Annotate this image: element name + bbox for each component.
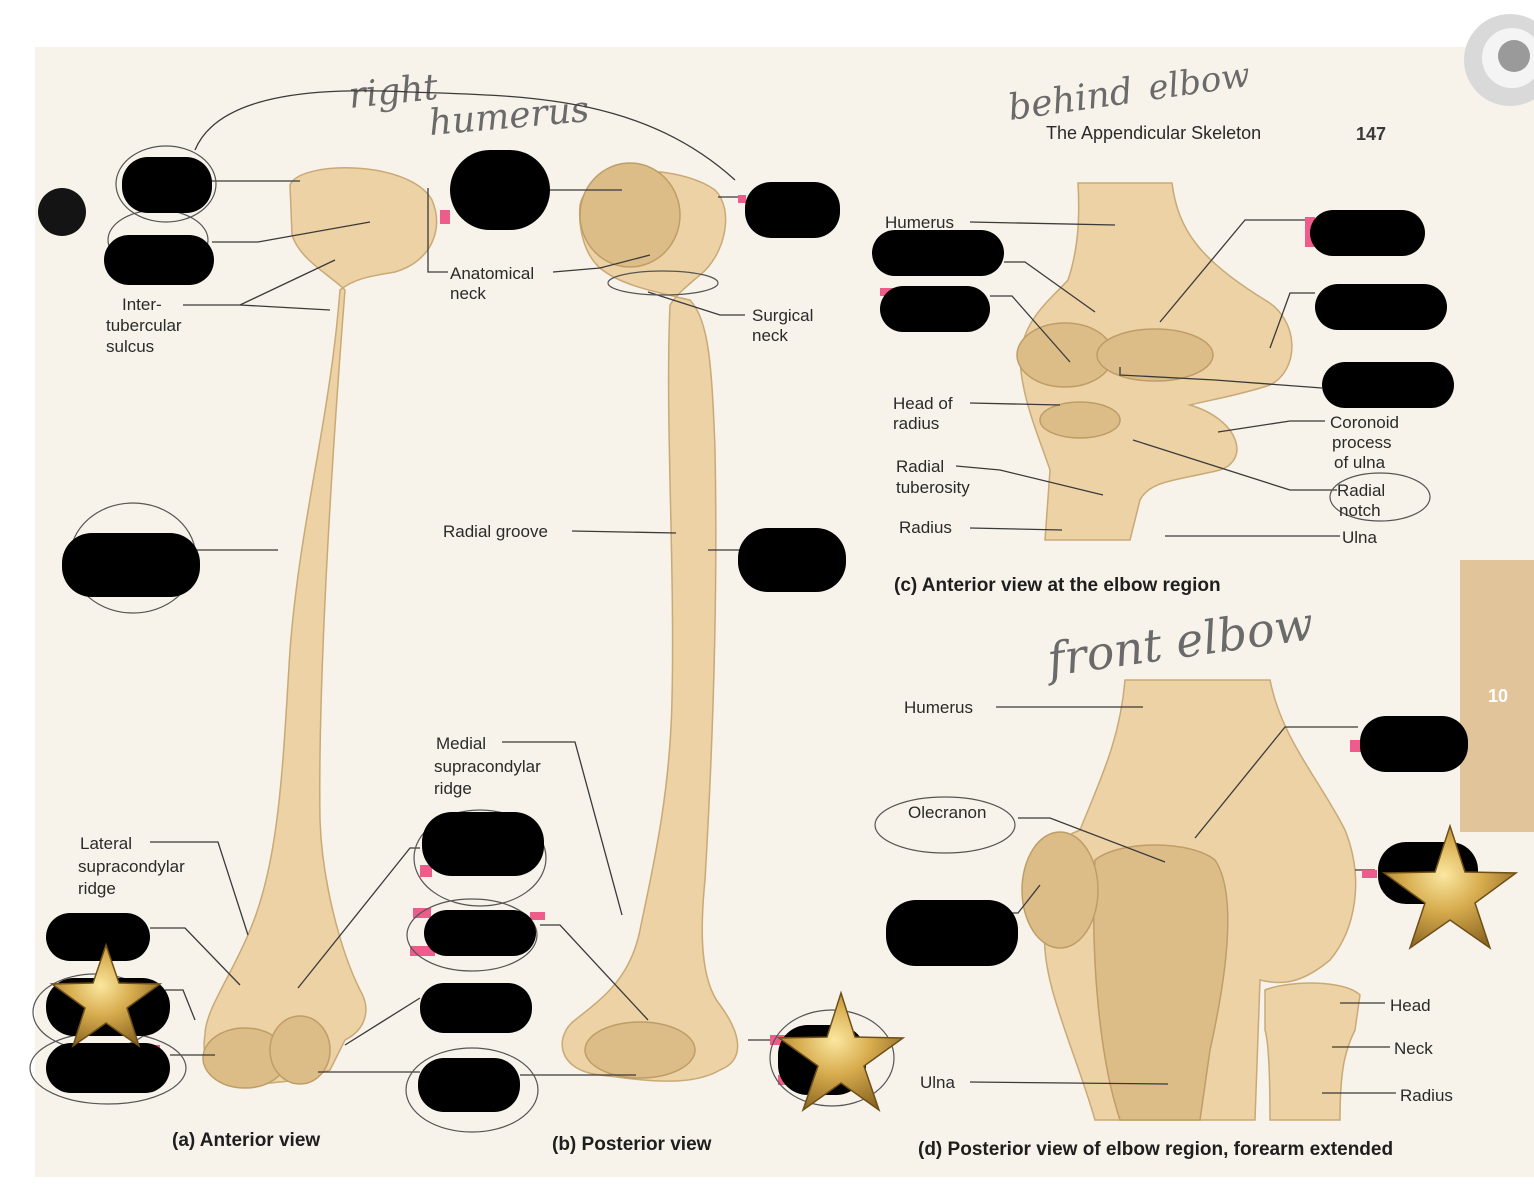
label-c-ulna: Ulna: [1342, 528, 1378, 547]
chapter-tab-number: 10: [1488, 686, 1508, 706]
binder-hole-icon: [38, 188, 86, 236]
handwriting-connector-line: [194, 90, 736, 181]
elbow-anterior-illustration: [1016, 182, 1293, 541]
label-coronoid-2: process: [1332, 433, 1392, 452]
label-lateral-supracondylar-2: supracondylar: [78, 857, 185, 876]
label-c-radius: Radius: [899, 518, 952, 537]
label-medial-supracondylar-1: Medial: [436, 734, 486, 753]
panel-b-labels: Anatomical neck Surgical neck Radial gro…: [434, 264, 813, 1155]
label-lateral-supracondylar-3: ridge: [78, 879, 116, 898]
label-anatomical-neck-1: Anatomical: [450, 264, 534, 283]
caption-anterior-elbow: (c) Anterior view at the elbow region: [894, 575, 1221, 596]
caption-anterior-view: (a) Anterior view: [172, 1130, 320, 1151]
humerus-anterior-illustration: [202, 167, 438, 1089]
label-d-ulna: Ulna: [920, 1073, 956, 1092]
leader-lines: [150, 180, 1396, 1094]
label-radial-groove: Radial groove: [443, 522, 548, 541]
elbow-posterior-illustration: [1021, 679, 1361, 1121]
label-intertubercular-1: Inter-: [122, 295, 162, 314]
label-surgical-neck-1: Surgical: [752, 306, 813, 325]
label-radial-notch-2: notch: [1339, 501, 1381, 520]
gold-star-icon: [1381, 823, 1519, 950]
label-olecranon: Olecranon: [908, 803, 986, 822]
panel-d-labels: Humerus Olecranon Ulna Head Neck Radius …: [904, 698, 1453, 1160]
gold-star-icon: [776, 990, 906, 1112]
label-radial-tuberosity-2: tuberosity: [896, 478, 970, 497]
label-intertubercular-3: sulcus: [106, 337, 154, 356]
label-d-radius: Radius: [1400, 1086, 1453, 1105]
label-coronoid-3: of ulna: [1334, 453, 1386, 472]
label-medial-supracondylar-2: supracondylar: [434, 757, 541, 776]
label-d-humerus: Humerus: [904, 698, 973, 717]
label-radial-notch-1: Radial: [1337, 481, 1385, 500]
label-anatomical-neck-2: neck: [450, 284, 486, 303]
chapter-tab: [1460, 560, 1534, 832]
label-head-of-radius-2: radius: [893, 414, 939, 433]
label-d-head: Head: [1390, 996, 1431, 1015]
label-intertubercular-2: tubercular: [106, 316, 182, 335]
label-surgical-neck-2: neck: [752, 326, 788, 345]
label-coronoid-1: Coronoid: [1330, 413, 1399, 432]
label-c-humerus: Humerus: [885, 213, 954, 232]
caption-posterior-elbow: (d) Posterior view of elbow region, fore…: [918, 1139, 1393, 1160]
panel-a-labels: Inter- tubercular sulcus Lateral supraco…: [78, 295, 320, 1151]
ring-object-icon: [1464, 14, 1534, 106]
label-radial-tuberosity-1: Radial: [896, 457, 944, 476]
label-head-of-radius-1: Head of: [893, 394, 953, 413]
label-d-neck: Neck: [1394, 1039, 1433, 1058]
page-header-title: The Appendicular Skeleton: [1046, 123, 1261, 143]
gold-star-icon: [49, 942, 163, 1048]
label-lateral-supracondylar-1: Lateral: [80, 834, 132, 853]
panel-c-labels: Humerus Head of radius Radial tuberosity…: [885, 213, 1399, 596]
caption-posterior-view: (b) Posterior view: [552, 1134, 712, 1155]
humerus-posterior-illustration: [561, 162, 739, 1082]
label-medial-supracondylar-3: ridge: [434, 779, 472, 798]
page-number: 147: [1356, 124, 1386, 144]
